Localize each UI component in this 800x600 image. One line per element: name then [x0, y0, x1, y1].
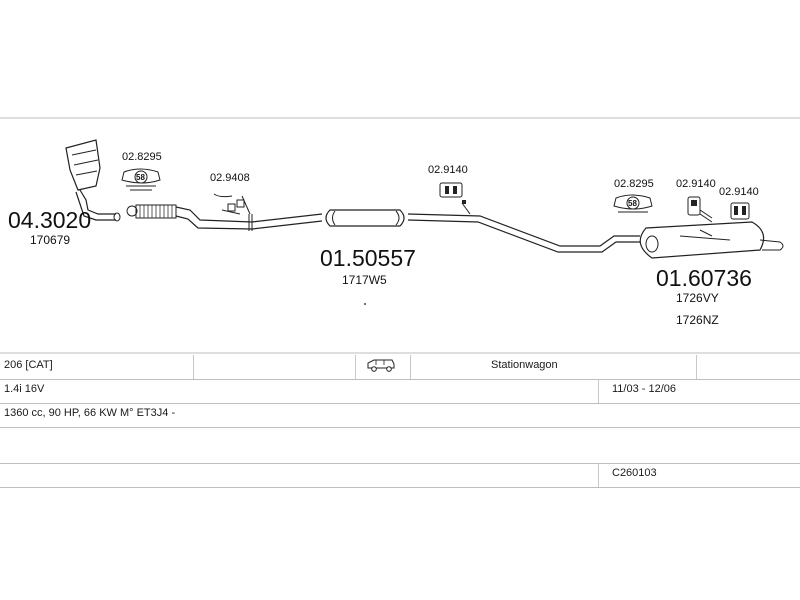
- rear-hanger-b-bracket-icon: [687, 196, 713, 223]
- front-hanger-ring-icon: 58: [121, 168, 161, 191]
- table-row: 1360 cc, 90 HP, 66 KW M° ET3J4 -: [0, 403, 800, 428]
- vehicle-engine: 1.4i 16V: [4, 383, 45, 395]
- middle-silencer[interactable]: [325, 209, 405, 227]
- rear-hanger-part-number: 02.8295: [614, 178, 654, 190]
- middle-silencer-part-number: 01.50557: [320, 245, 416, 271]
- vehicle-model: 206 [CAT]: [4, 359, 53, 371]
- rear-hanger-b-part-number: 02.9140: [676, 178, 716, 190]
- vehicle-body-type: Stationwagon: [491, 359, 558, 371]
- front-hanger-part-number: 02.8295: [122, 151, 162, 163]
- middle-hanger-rubber-icon: [439, 182, 463, 198]
- station-wagon-car-icon: [366, 357, 396, 376]
- table-row: C260103: [0, 463, 800, 488]
- catalytic-ref-number: 170679: [30, 233, 70, 247]
- rear-hanger-c-rubber-icon: [730, 202, 750, 220]
- clamp-part-number: 02.9408: [210, 172, 250, 184]
- front-pipe[interactable]: [175, 206, 323, 231]
- front-hanger-marker: 58: [136, 173, 145, 182]
- catalog-code: C260103: [612, 467, 657, 479]
- rear-silencer-part-number: 01.60736: [656, 265, 752, 291]
- clamp-bracket-icon: [213, 193, 251, 215]
- catalytic-part-number: 04.3020: [8, 207, 91, 233]
- rear-pipe[interactable]: [407, 200, 640, 253]
- rear-hanger-ring-icon: 58: [613, 194, 653, 213]
- rear-hanger-c-part-number: 02.9140: [719, 186, 759, 198]
- catalytic-converter[interactable]: [65, 139, 121, 222]
- rear-silencer-ref-1: 1726VY: [676, 291, 719, 305]
- rear-hanger-marker: 58: [628, 199, 637, 208]
- rear-silencer[interactable]: [639, 221, 784, 259]
- table-row: 206 [CAT] Stationwagon: [0, 355, 800, 380]
- table-row: [0, 439, 800, 464]
- vehicle-production-dates: 11/03 - 12/06: [612, 383, 677, 395]
- vehicle-specs: 1360 cc, 90 HP, 66 KW M° ET3J4 -: [4, 407, 176, 419]
- middle-silencer-ref-number: 1717W5: [342, 273, 387, 287]
- flexible-pipe[interactable]: [126, 204, 177, 219]
- rear-silencer-ref-2: 1726NZ: [676, 313, 719, 327]
- table-row: 1.4i 16V 11/03 - 12/06: [0, 379, 800, 404]
- middle-hanger-part-number: 02.9140: [428, 164, 468, 176]
